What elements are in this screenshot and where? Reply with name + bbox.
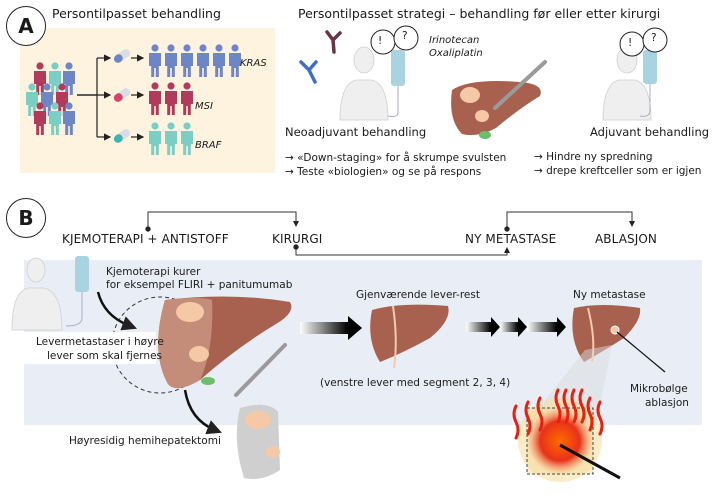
kras-label: KRAS [240, 58, 267, 69]
remnant-caption: (venstre lever med segment 2, 3, 4) [320, 377, 511, 389]
question-mark: ? [402, 30, 408, 42]
drug-irinotecan: Irinotecan [429, 35, 480, 46]
new-metastasis-title: Ny metastase [573, 289, 646, 301]
adjuvant-bullet: → drepe kreftceller som er igjen [534, 165, 702, 177]
panel-a-letter: A [6, 6, 46, 46]
chemo-label-1: Kjemoterapi kurer [106, 266, 201, 278]
msi-label: MSI [195, 101, 213, 112]
progress-arrow [466, 317, 566, 337]
drug-oxaliplatin: Oxaliplatin [429, 48, 483, 59]
neoadjuvant-bullet: → «Down-staging» for å skrumpe svulsten [285, 152, 507, 164]
flow-step-surgery: KIRURGI [272, 232, 323, 246]
progress-arrow [300, 316, 362, 340]
remnant-title: Gjenværende lever-rest [356, 289, 480, 301]
exclaim-mark: ! [628, 37, 633, 49]
exclaim-mark: ! [378, 35, 383, 47]
braf-label: BRAF [195, 140, 222, 151]
ablation-pointer [616, 331, 666, 373]
neoadjuvant-title: Neoadjuvant behandling [285, 125, 427, 139]
adjuvant-bullet: → Hindre ny spredning [534, 151, 653, 163]
resection-label: Høyresidig hemihepatektomi [69, 435, 221, 447]
speech-bubble-question [642, 27, 668, 53]
iv-bag-icon [387, 50, 405, 117]
flow-step-chemo: KJEMOTERAPI + ANTISTOFF [62, 232, 229, 246]
chemo-label-2: for eksempel FLIRI + panitumumab [106, 279, 293, 291]
scalpel-icon [493, 60, 547, 110]
pill-icon-blue [113, 49, 131, 63]
flow-step-new-metastasis: NY METASTASE [465, 232, 557, 246]
speech-bubble-question [393, 25, 419, 51]
flow-connector [145, 211, 635, 256]
patient-silhouette-icon [11, 257, 63, 331]
adjuvant-title: Adjuvant behandling [590, 125, 710, 139]
iv-bag-icon [65, 256, 89, 327]
panel-a-title-left: Persontilpasset behandling [52, 6, 221, 21]
patient-silhouette-icon [339, 46, 389, 121]
antibody-icon [299, 30, 342, 84]
neoadjuvant-bullet: → Teste «biologien» og se på respons [285, 166, 482, 178]
panel-a-title-right: Persontilpasset strategi – behandling fø… [298, 6, 661, 21]
flow-step-ablation: ABLASJON [595, 232, 657, 246]
metastases-label-2: lever som skal fjernes [47, 350, 163, 362]
pill-icon-red [113, 88, 131, 102]
liver-main [158, 296, 292, 389]
ablation-label-2: ablasjon [645, 397, 689, 409]
panel-b-letter: B [6, 198, 46, 238]
question-mark: ? [651, 32, 657, 44]
pill-icon-teal [113, 129, 131, 143]
scalpel-icon [234, 343, 287, 397]
liver-remnant [370, 304, 449, 369]
resected-liver-piece [236, 404, 280, 479]
curved-arrow [96, 291, 137, 331]
metastases-label-bg [24, 332, 156, 364]
ablation-label-1: Mikrobølge [630, 383, 688, 395]
metastases-label-1: Levermetastaser i høyre [36, 336, 164, 348]
iv-bag-icon [639, 50, 657, 117]
curved-arrow [183, 389, 222, 435]
heat-wave-icon [512, 388, 604, 440]
